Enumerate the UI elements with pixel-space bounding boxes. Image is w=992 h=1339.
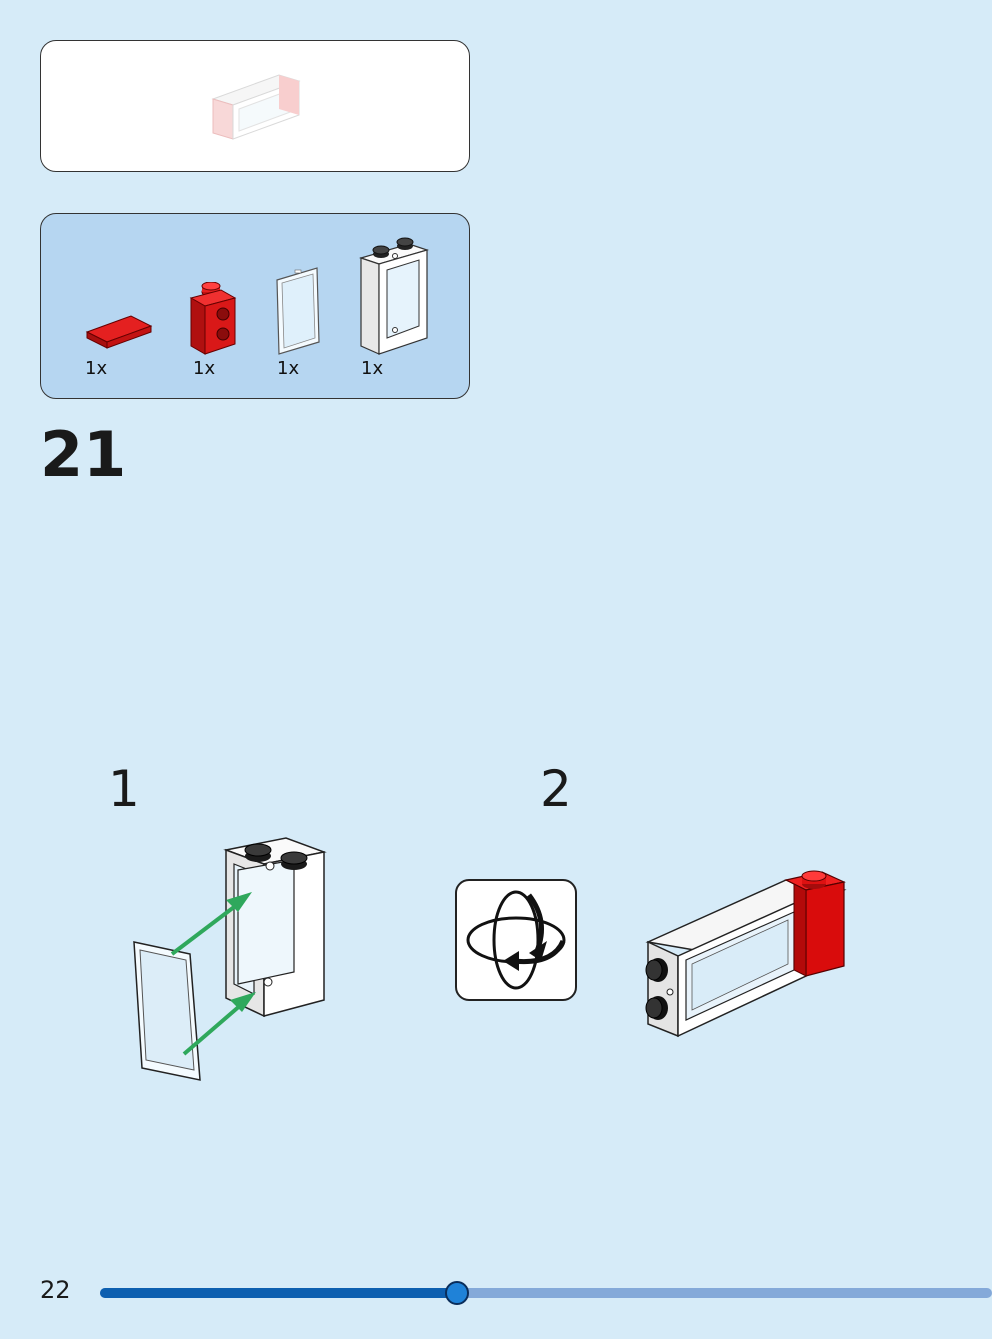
assembly-preview-icon: [211, 74, 301, 140]
red-brick-icon: [189, 282, 237, 355]
substep-number: 2: [540, 760, 572, 818]
progress-bar: [100, 1281, 992, 1305]
substep-number: 1: [108, 760, 140, 818]
rotate-model-icon: [455, 879, 577, 1001]
parts-list-panel: 1x 1x 1x 1x: [40, 213, 470, 399]
red-tile-icon: [85, 315, 153, 349]
part-qty-label: 1x: [85, 358, 108, 379]
window-glass-icon: [276, 267, 320, 355]
window-frame-icon: [359, 237, 430, 355]
part-qty-label: 1x: [277, 358, 300, 379]
context-preview-panel: [40, 40, 470, 172]
progress-indicator: [445, 1281, 469, 1305]
insert-glass-illustration: [133, 837, 327, 1081]
progress-fill: [100, 1288, 457, 1298]
assembled-window-illustration: [645, 870, 847, 1038]
step-number: 21: [40, 418, 127, 491]
page-number: 22: [40, 1276, 71, 1304]
part-qty-label: 1x: [361, 358, 384, 379]
part-qty-label: 1x: [193, 358, 216, 379]
